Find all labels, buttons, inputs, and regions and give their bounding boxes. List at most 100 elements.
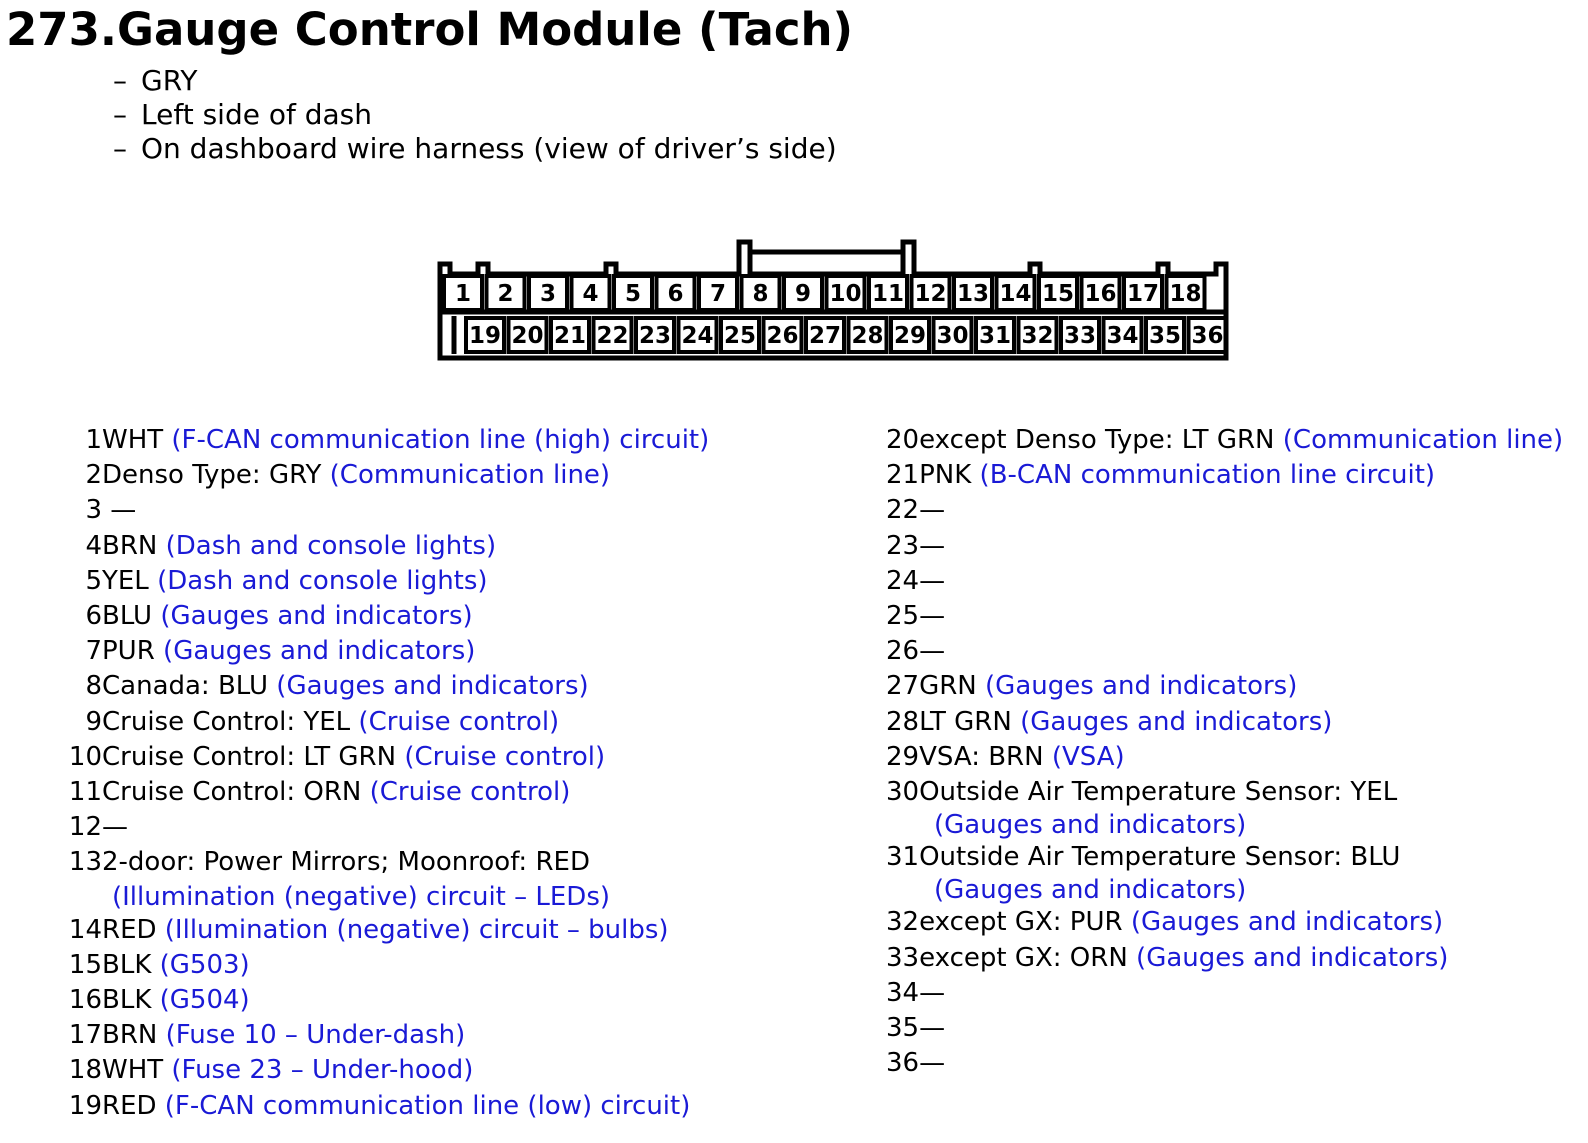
pin-number: 35	[886, 1013, 920, 1044]
circuit-description: (G504)	[159, 985, 250, 1016]
circuit-description: (Gauges and indicators)	[276, 671, 589, 702]
pin-number: 36	[886, 1048, 920, 1079]
pin-label-5: 5	[625, 281, 641, 307]
pin-row-16: 16BLK (G504)	[62, 983, 862, 1018]
info-dash: –	[113, 98, 127, 131]
pin-row-29: 29VSA: BRN (VSA)	[886, 740, 1586, 775]
circuit-description: (Illumination (negative) circuit – LEDs)	[112, 881, 611, 912]
wire-color: WHT	[102, 425, 164, 455]
pin-number: 30	[886, 777, 920, 808]
pin-label-7: 7	[710, 281, 726, 307]
pin-label-31: 31	[979, 323, 1011, 349]
info-color: GRY	[141, 64, 198, 97]
pin-cavity-24	[676, 316, 719, 354]
pin-number: 15	[68, 949, 102, 980]
wire-color: PNK	[919, 460, 972, 491]
pin-cavity-19	[464, 316, 506, 354]
pin-cavity-10	[824, 274, 867, 312]
pin-label-4: 4	[582, 281, 598, 307]
pin-number: 28	[886, 706, 920, 737]
pin-cavity-31	[974, 316, 1016, 354]
pin-label-34: 34	[1106, 323, 1138, 349]
pin-number: 6	[85, 601, 102, 632]
pin-number: 10	[68, 741, 102, 772]
circuit-description: (G503)	[159, 949, 250, 980]
pin-label-29: 29	[894, 323, 926, 349]
wire-color: PUR	[102, 636, 155, 667]
pin-cavity-36	[1186, 316, 1229, 354]
pin-row-30-description: (Gauges and indicators)	[886, 810, 1586, 840]
circuit-description: (F-CAN communication line (low) circuit)	[164, 1090, 691, 1121]
pin-cavity-9	[782, 274, 824, 312]
pin-cavity-21	[549, 316, 591, 354]
pin-cavity-14	[994, 274, 1037, 312]
pin-row-5: 5YEL (Dash and console lights)	[62, 564, 862, 599]
circuit-description: (Gauges and indicators)	[1020, 706, 1333, 737]
pin-row-3: 3 —	[62, 493, 862, 528]
pin-cavity-27	[804, 316, 846, 354]
pin-cavity-35	[1144, 316, 1186, 354]
pin-row-25: 25—	[886, 599, 1586, 634]
info-harness-line: –On dashboard wire harness (view of driv…	[113, 132, 837, 166]
pin-cavity-20	[506, 316, 549, 354]
info-color-line: –GRY	[113, 64, 837, 98]
pin-number: 26	[886, 636, 920, 667]
circuit-description: (Gauges and indicators)	[985, 671, 1298, 702]
pin-number: 13	[68, 847, 102, 878]
pin-cavity-30	[931, 316, 974, 354]
wire-color: except Denso Type: LT GRN	[919, 425, 1275, 455]
pin-row-4: 4BRN (Dash and console lights)	[62, 529, 862, 564]
circuit-description: (F-CAN communication line (high) circuit…	[171, 425, 710, 455]
pin-label-12: 12	[914, 281, 946, 307]
pin-label-35: 35	[1149, 323, 1181, 349]
pin-row-6: 6BLU (Gauges and indicators)	[62, 599, 862, 634]
wire-color: RED	[102, 914, 157, 945]
pin-label-15: 15	[1042, 281, 1074, 307]
pin-label-27: 27	[809, 323, 841, 349]
pin-label-14: 14	[999, 281, 1031, 307]
pin-cavity-22	[591, 316, 634, 354]
pin-cavity-4	[569, 274, 612, 312]
wire-color: RED	[102, 1090, 157, 1121]
pin-row-2: 2Denso Type: GRY (Communication line)	[62, 458, 862, 493]
wire-color: Cruise Control: ORN	[102, 777, 362, 808]
wire-color: YEL	[102, 565, 149, 596]
wire-color: BLU	[102, 601, 153, 632]
pin-cavity-8	[739, 274, 782, 312]
circuit-description: (Dash and console lights)	[165, 530, 497, 561]
circuit-description: (Communication line)	[329, 460, 611, 491]
circuit-description: (Gauges and indicators)	[1130, 907, 1444, 938]
wire-color: BLK	[102, 949, 152, 980]
pin-row-9: 9Cruise Control: YEL (Cruise control)	[62, 705, 862, 740]
circuit-description: (Gauges and indicators)	[160, 601, 473, 632]
wire-color: —	[919, 977, 946, 1008]
wire-color: Canada: BLU	[102, 671, 269, 702]
pin-label-10: 10	[829, 281, 861, 307]
pin-row-12: 12—	[62, 810, 862, 845]
pin-cavity-34	[1101, 316, 1144, 354]
wire-color: —	[919, 636, 946, 667]
pin-row-36: 36—	[886, 1046, 1586, 1081]
circuit-description: (Fuse 23 – Under-hood)	[171, 1055, 474, 1086]
pin-row-7: 7PUR (Gauges and indicators)	[62, 634, 862, 669]
pin-cavity-16	[1079, 274, 1122, 312]
wire-color: 2-door: Power Mirrors; Moonroof: RED	[102, 847, 590, 878]
circuit-description: (Dash and console lights)	[157, 565, 488, 596]
pin-cavity-26	[761, 316, 804, 354]
pin-cavity-23	[634, 316, 676, 354]
pin-number: 1	[85, 425, 102, 455]
circuit-description: (VSA)	[1051, 741, 1125, 772]
pin-cavity-18	[1164, 274, 1207, 312]
pin-row-21: 21PNK (B-CAN communication line circuit)	[886, 458, 1586, 493]
circuit-description: (Cruise control)	[404, 741, 606, 772]
pin-label-28: 28	[851, 323, 883, 349]
pin-label-11: 11	[872, 281, 904, 307]
pin-label-23: 23	[639, 323, 671, 349]
pin-number: 29	[886, 741, 920, 772]
pin-label-8: 8	[752, 281, 768, 307]
wire-color: BRN	[102, 530, 158, 561]
pin-number: 33	[886, 942, 920, 973]
